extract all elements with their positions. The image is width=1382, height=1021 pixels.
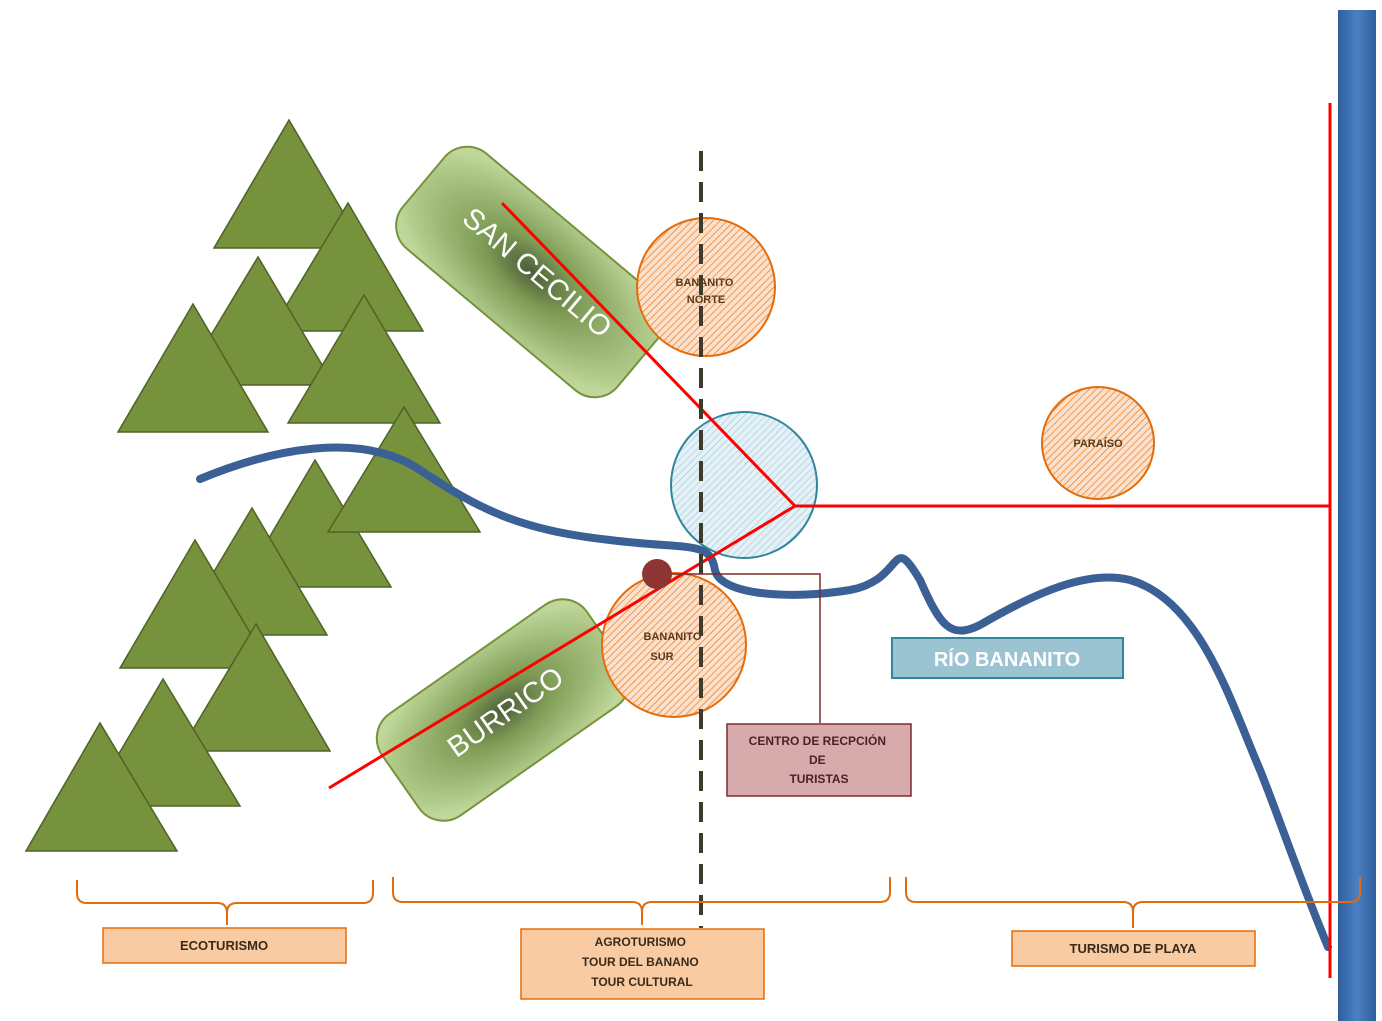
forest — [24, 118, 482, 852]
agroturismo-line-1: AGROTURISMO — [595, 935, 686, 949]
svg-text:AGROTURISMO TOUR DEL BANAN: AGROTURISMO TOUR DEL BANANO TOUR CULTURA… — [582, 935, 702, 989]
reception-line-3: TURISTAS — [789, 772, 848, 786]
playa-label: TURISMO DE PLAYA — [1070, 941, 1198, 956]
bananito-sur-circle — [601, 572, 747, 718]
ecoturismo-box — [102, 927, 347, 964]
roads — [328, 103, 1332, 978]
reception-connector — [659, 573, 821, 723]
tree-7 — [326, 405, 482, 533]
agroturismo-box — [520, 928, 765, 1000]
river-label: RÍO BANANITO — [934, 648, 1080, 671]
tree-12 — [24, 721, 179, 852]
reception-dot — [642, 559, 672, 589]
reception-box — [726, 723, 912, 797]
svg-text:BANANITO NORTE: BANANITO NORTE — [676, 277, 737, 306]
agroturismo-line-3: TOUR CULTURAL — [591, 975, 693, 989]
road-san-cecilio — [500, 201, 797, 508]
sea-strip — [1338, 10, 1376, 1021]
brace-playa — [905, 877, 1361, 928]
brace-agroturismo — [392, 877, 891, 925]
tree-9 — [118, 538, 273, 669]
paraiso-circle — [1041, 386, 1155, 500]
road-burrico — [328, 504, 796, 790]
agroturismo-line-2: TOUR DEL BANANO — [582, 955, 699, 969]
tree-5 — [286, 293, 442, 424]
ecoturismo-label: ECOTURISMO — [180, 938, 268, 953]
bananito-norte-circle — [636, 217, 776, 357]
svg-text:CENTRO DE RECPCIÓN DE: CENTRO DE RECPCIÓN DE TURISTAS — [749, 733, 890, 786]
tree-4 — [116, 302, 270, 433]
svg-text:BANANITO SUR: BANANITO SUR — [644, 631, 705, 663]
river-label-box — [891, 637, 1124, 679]
bananito-sur-line-1: BANANITO — [644, 631, 702, 643]
tree-10 — [178, 622, 332, 752]
bananito-norte-line-1: BANANITO — [676, 277, 734, 289]
tree-1 — [212, 118, 366, 249]
reception-line-2: DE — [809, 753, 826, 767]
center-junction-circle — [670, 411, 818, 559]
river-bananito — [196, 443, 1332, 951]
playa-box — [1011, 930, 1256, 967]
reception-line-1: CENTRO DE RECPCIÓN — [749, 733, 886, 748]
bananito-sur-line-2: SUR — [650, 651, 673, 663]
bananito-norte-line-2: NORTE — [687, 294, 726, 306]
zone-braces — [76, 877, 1361, 928]
san-cecilio-village — [395, 145, 667, 399]
paraiso-label: PARAÍSO — [1073, 437, 1123, 450]
brace-ecoturismo — [76, 880, 374, 925]
